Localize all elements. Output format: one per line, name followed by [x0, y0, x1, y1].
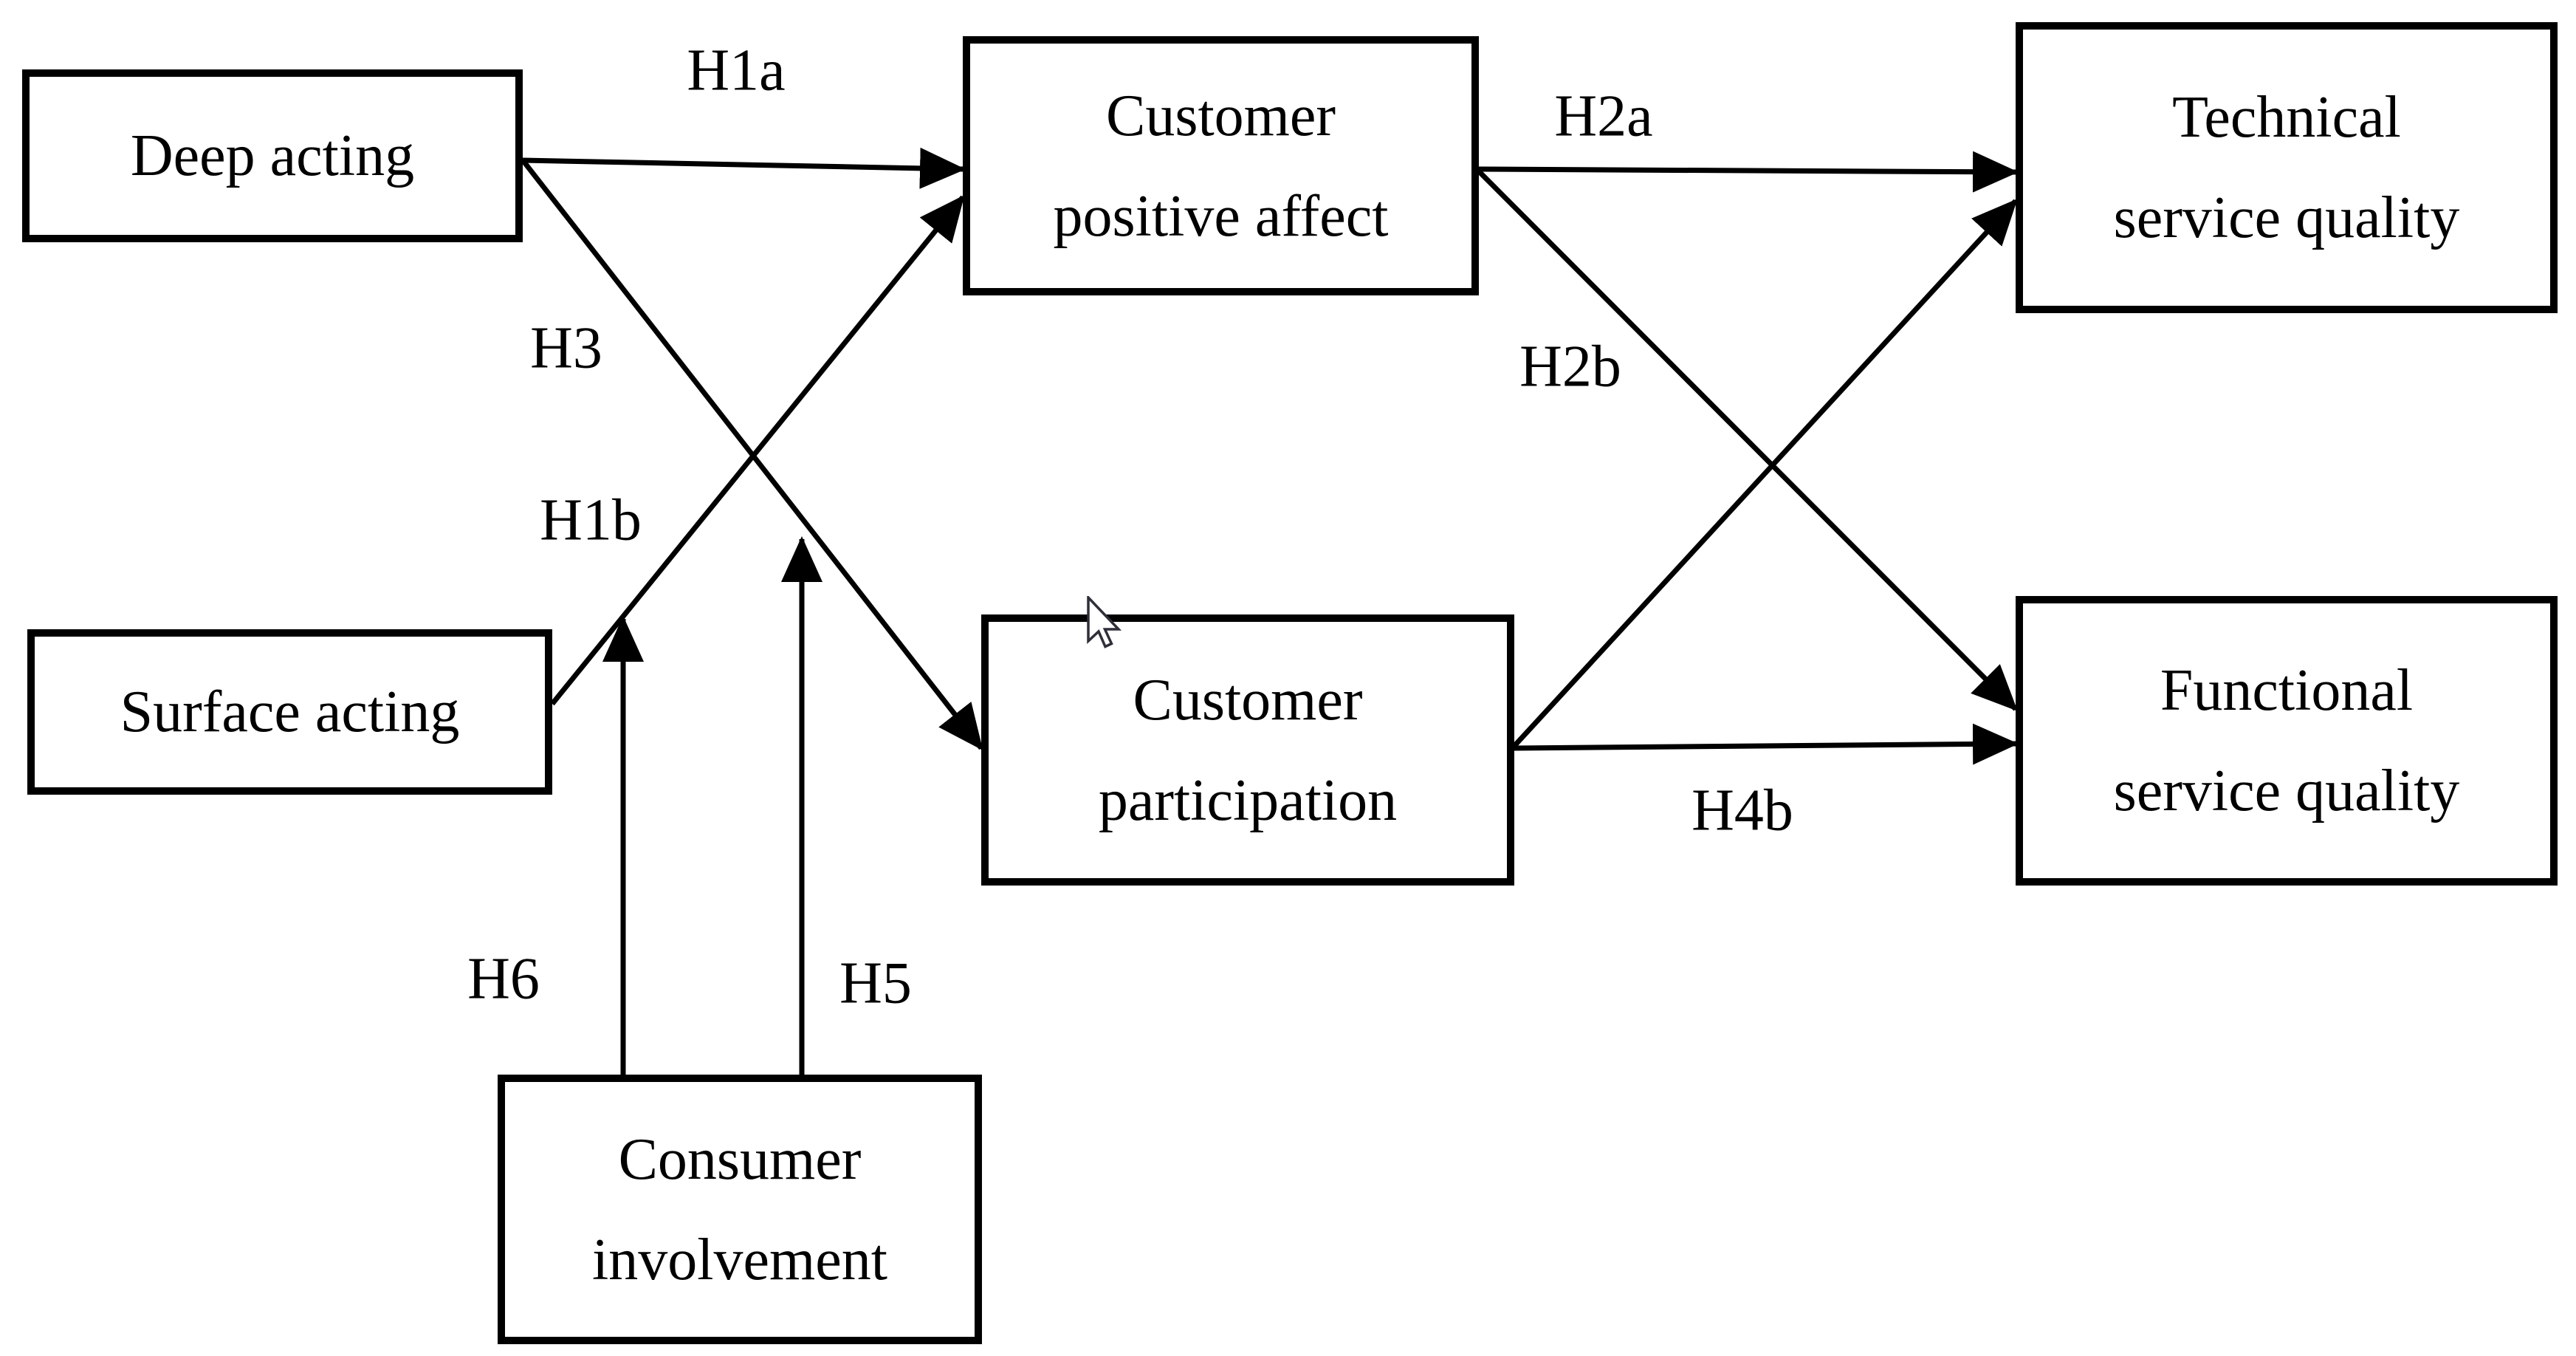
node-label-line2: positive affect	[1053, 183, 1389, 249]
node-consumer-involvement: Consumer involvement	[498, 1075, 982, 1344]
node-label-line1: Technical	[2172, 85, 2401, 150]
node-surface-acting: Surface acting	[27, 629, 552, 795]
edge-label-h1b: H1b	[540, 487, 642, 553]
node-label: Surface acting	[120, 679, 460, 744]
edge-label-h1a: H1a	[687, 38, 786, 103]
node-label-line1: Functional	[2160, 658, 2414, 723]
edge-label-h2b: H2b	[1519, 334, 1621, 400]
node-customer-participation: Customer participation	[981, 614, 1514, 886]
node-deep-acting: Deep acting	[22, 69, 523, 242]
node-label-line1: Consumer	[618, 1126, 862, 1192]
node-label-line1: Customer	[1105, 83, 1336, 148]
node-label-line2: service quality	[2113, 759, 2460, 823]
edge-label-h3: H3	[530, 315, 602, 381]
node-label-line2: service quality	[2113, 185, 2460, 250]
edge-label-h5: H5	[839, 951, 912, 1016]
node-label-line2: involvement	[592, 1227, 887, 1292]
node-functional-service-quality: Functional service quality	[2016, 596, 2558, 886]
arrow-participation-to-technical	[1512, 199, 2018, 748]
node-technical-service-quality: Technical service quality	[2016, 22, 2558, 313]
edge-label-h2a: H2a	[1554, 83, 1653, 149]
node-label-line2: participation	[1098, 767, 1398, 833]
arrow-h1a-deep-acting-to-positive-affect	[522, 147, 966, 189]
edge-label-h4b: H4b	[1691, 778, 1793, 843]
arrow-h2b-positive-affect-to-functional	[1477, 169, 2018, 711]
arrow-h4b-participation-to-functional	[1514, 723, 2019, 765]
node-customer-positive-affect: Customer positive affect	[963, 36, 1479, 295]
node-label-line1: Customer	[1133, 667, 1363, 733]
arrow-h2a-positive-affect-to-technical	[1478, 151, 2019, 193]
node-label: Deep acting	[130, 123, 415, 188]
edge-label-h6: H6	[467, 946, 540, 1012]
